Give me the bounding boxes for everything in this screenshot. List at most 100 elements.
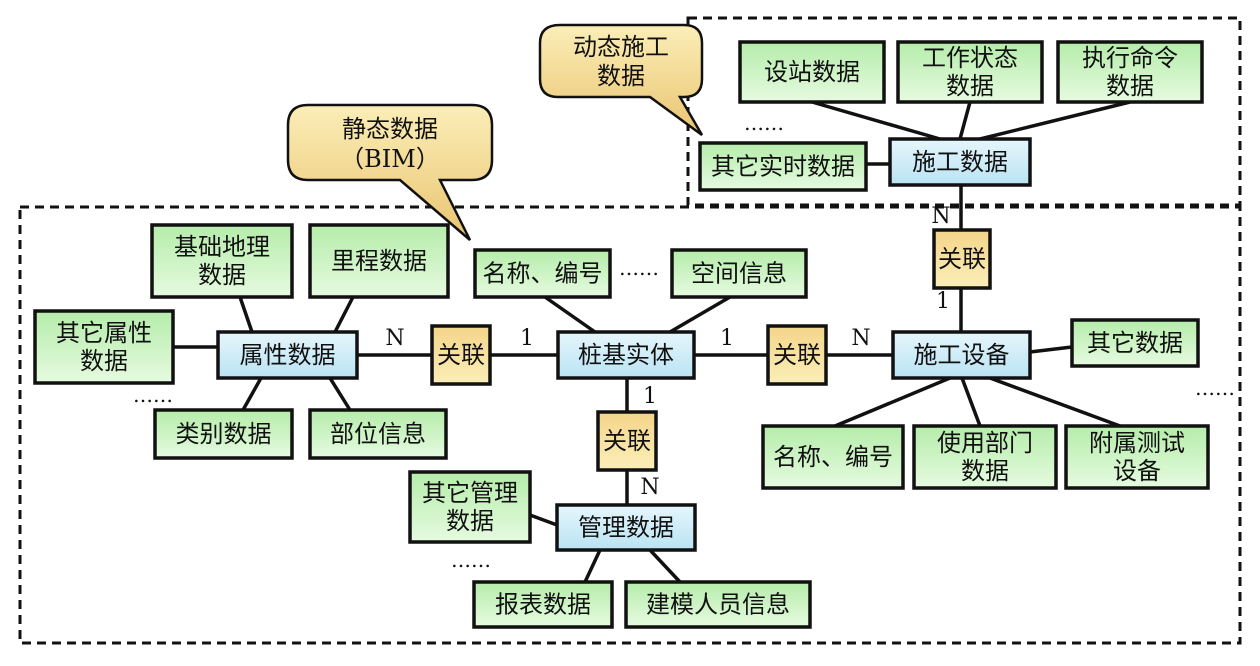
node-label: 关联 [603,427,651,455]
node-label: 桩基实体 [578,341,674,369]
svg-text:静态数据: 静态数据 [342,115,438,143]
node-pile: 桩基实体 [556,330,696,380]
node-box [624,580,812,629]
svg-text:……: …… [451,548,491,572]
node-rel-left: 关联 [430,324,492,386]
node-mgmt: 管理数据 [555,503,697,552]
node-label: 其它属性 [56,319,152,347]
node-rel-bottom: 关联 [596,410,658,472]
node-box [430,324,492,386]
node-equipment: 施工设备 [891,330,1032,380]
node-box [888,137,1032,187]
node-box [1056,40,1204,104]
node-label: 报表数据 [495,591,591,619]
node-rel-right: 关联 [766,324,828,386]
svg-text:数据: 数据 [597,62,645,90]
node-label: 附属测试 [1089,429,1185,457]
node-box [308,408,448,460]
node-report: 报表数据 [472,580,614,629]
node-box [698,141,868,192]
card-equip-n: N [851,326,870,351]
node-box [896,40,1044,104]
node-box [216,330,359,380]
node-box [912,424,1058,490]
ellipsis-marks: …… …… …… …… …… [133,111,1235,572]
node-box [766,324,828,386]
node-box [596,410,658,472]
node-space: 空间信息 [670,248,808,299]
svg-text:……: …… [1195,376,1235,400]
node-box [408,470,532,544]
card-equip-1: 1 [936,289,950,314]
card-constr-n: N [931,204,950,229]
node-label: 数据 [446,507,494,535]
node-box [472,580,614,629]
node-label: 数据 [198,261,246,289]
node-label: 数据 [961,457,1009,485]
node-box [670,248,808,299]
node-label: 管理数据 [578,514,674,542]
node-label: 里程数据 [331,247,427,275]
node-box [738,40,886,104]
node-other-realtime: 其它实时数据 [698,141,868,192]
node-label: 部位信息 [330,420,426,448]
svg-text:……: …… [133,383,173,407]
node-label: 建模人员信息 [646,591,790,619]
node-mileage: 里程数据 [308,223,450,299]
node-box [473,248,612,299]
node-label: 施工数据 [912,148,1008,176]
node-label: 关联 [437,341,485,369]
node-box [891,330,1032,380]
node-category: 类别数据 [153,408,294,460]
node-box [150,223,294,299]
node-box [1070,318,1200,368]
node-label: 数据 [946,72,994,100]
node-pile-name: 名称、编号 [473,248,612,299]
node-box [33,309,175,385]
node-station: 设站数据 [738,40,886,104]
node-label: 关联 [773,341,821,369]
node-eq-name: 名称、编号 [761,424,905,490]
node-label: 属性数据 [240,341,336,369]
node-label: 数据 [1106,72,1154,100]
node-label: 名称、编号 [483,260,603,288]
node-box [556,330,696,380]
node-label: 设站数据 [764,58,860,86]
node-label: 空间信息 [691,260,787,288]
callout-dynamic-construction-data: 动态施工 数据 [538,23,704,137]
node-label: 工作状态 [922,44,1018,72]
node-label: 名称、编号 [773,443,893,471]
node-label: 执行命令 [1082,44,1178,72]
node-label: 其它实时数据 [711,153,855,181]
node-box [1064,424,1210,490]
node-box [555,503,697,552]
node-box [761,424,905,490]
node-label: 基础地理 [174,233,270,261]
card-attr-n: N [385,326,404,351]
node-position: 部位信息 [308,408,448,460]
node-label: 关联 [938,245,986,273]
svg-text:（BIM）: （BIM） [340,145,440,173]
svg-text:动态施工: 动态施工 [573,33,669,61]
cardinality-labels: N 1 1 N N 1 1 N [385,204,950,500]
node-box [153,408,294,460]
card-mgmt-n: N [640,475,659,500]
node-label: 其它管理 [422,479,518,507]
node-box [308,223,450,299]
svg-text:……: …… [744,111,784,135]
static-data-region [18,205,1242,645]
callout-static-data-bim: 静态数据 （BIM） [286,103,494,241]
card-pile-right-1: 1 [720,326,734,351]
node-modeler: 建模人员信息 [624,580,812,629]
node-label: 施工设备 [914,341,1010,369]
node-label: 类别数据 [176,420,272,448]
node-attr: 属性数据 [216,330,359,380]
